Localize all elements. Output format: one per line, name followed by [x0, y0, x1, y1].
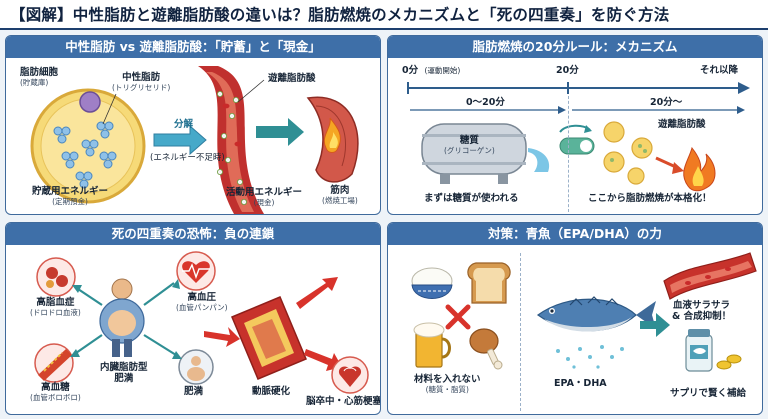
triglyceride-sub: (トリグリセリド): [112, 82, 171, 92]
fat-droplets-icon: [603, 121, 653, 185]
blood-vessel-icon: [198, 66, 264, 214]
panel3-illustration: [34, 251, 369, 394]
blood-pressure-icon: [176, 251, 216, 291]
panel-fat-vs-ffa: 中性脂肪 vs 遊離脂肪酸：「貯蓄」と「現金」: [5, 35, 381, 215]
visceral-fat-label: 内臓脂肪型 肥満: [100, 362, 148, 385]
obesity-label: 肥満: [184, 386, 204, 397]
panel4-illustration: [411, 252, 757, 372]
atherosclerosis-label: 動脈硬化: [252, 386, 291, 397]
panel4-divider: [520, 253, 521, 411]
range-20-plus-label: 20分〜: [650, 97, 683, 108]
to-muscle-arrow-icon: [256, 118, 304, 146]
fat-cell-icon: [30, 88, 146, 204]
fat-cell-label: 脂肪細胞 (貯蔵庫): [20, 67, 59, 88]
rice-bowl-icon: [411, 267, 453, 299]
storage-energy-text: 貯蔵用エネルギー: [32, 186, 109, 197]
storage-energy-sub: (定期預金): [52, 196, 88, 206]
triglyceride-label: 中性脂肪 (トリグリセリド): [112, 72, 171, 93]
chicken-leg-icon: [469, 328, 503, 370]
active-energy-sub: (現金): [253, 197, 275, 207]
active-energy-text: 活動用エネルギー: [226, 187, 303, 198]
thick-blood-icon: [36, 257, 76, 297]
no-material-sub: (糖質・脂質): [425, 384, 469, 394]
hyperglycemia-text: 高血糖: [41, 382, 70, 393]
artery-plaque-icon: [231, 296, 307, 380]
synthesis-text: & 合成抑制！: [672, 310, 732, 322]
active-energy-label: 活動用エネルギー (現金): [226, 187, 303, 208]
glycogen-text: (グリコーゲン): [444, 145, 495, 155]
panel2-divider: [568, 96, 569, 212]
blood-smooth-label: 血液サラサラ & 合成抑制！: [672, 300, 732, 323]
supplement-label: サプリで賢く補給: [670, 388, 747, 399]
glycogen-tank-icon: [421, 123, 550, 184]
prohibit-x-icon: [445, 304, 471, 330]
page-title: 【図解】中性脂肪と遊離脂肪酸の違いは？脂肪燃焼のメカニズムと「死の四重奏」を防ぐ…: [0, 0, 768, 30]
first-sugar-caption: まずは糖質が使われる: [424, 193, 519, 204]
panel2-illustration: [407, 82, 750, 192]
hyperglycemia-sub: (血管ボロボロ): [30, 392, 81, 402]
storage-energy-label: 貯蔵用エネルギー (定期預金): [32, 186, 109, 207]
time-after-label: それ以降: [700, 65, 739, 76]
ffa-label-2: 遊離脂肪酸: [658, 119, 706, 130]
hypertension-sub: (血管パンパン): [176, 302, 228, 312]
sugar-text: 糖質: [459, 135, 479, 146]
panel-blue-fish-heading: 対策：青魚（EPA/DHA）の力: [388, 223, 762, 245]
full-burn-caption: ここから脂肪燃焼が本格化！: [588, 193, 712, 204]
fat-cell-sub: (貯蔵庫): [20, 77, 49, 87]
hyperglycemia-label: 高血糖 (血管ボロボロ): [30, 382, 81, 403]
time-0-sub: (運動開始): [424, 66, 461, 75]
epa-dha-label: EPA・DHA: [554, 378, 607, 389]
low-energy-label: (エネルギー不足時): [150, 153, 225, 163]
panel-deadly-quartet-heading: 死の四重奏の恐怖：負の連鎖: [6, 223, 380, 245]
triglyceride-text: 中性脂肪: [122, 72, 161, 83]
supplement-bottle-icon: [685, 329, 742, 372]
decompose-arrow-icon: [153, 124, 207, 156]
visceral-fat-text-2: 肥満: [114, 372, 134, 384]
muscle-label: 筋肉 (燃焼工場): [322, 185, 358, 206]
panel-20min-rule-heading: 脂肪燃焼の20分ルール：メカニズム: [388, 36, 762, 58]
muscle-icon: [306, 96, 359, 183]
bread-icon: [467, 262, 511, 304]
clean-vessel-icon: [663, 252, 757, 300]
hyperlipidemia-sub: (ドロドロ血液): [30, 307, 81, 317]
fat-cell-text: 脂肪細胞: [20, 67, 59, 78]
panel-deadly-quartet: 死の四重奏の恐怖：負の連鎖: [5, 222, 381, 415]
panel-blue-fish: 対策：青魚（EPA/DHA）の力: [387, 222, 763, 415]
brain-heart-icon: [331, 356, 369, 394]
hyperlipidemia-label: 高脂血症 (ドロドロ血液): [30, 297, 81, 318]
blue-fish-icon: [536, 296, 656, 332]
no-material-text: 材料を入れない: [414, 374, 481, 385]
blood-smooth-text: 血液サラサラ: [673, 300, 731, 311]
no-material-label: 材料を入れない (糖質・脂質): [414, 374, 481, 395]
panel-20min-rule: 脂肪燃焼の20分ルール：メカニズム: [387, 35, 763, 215]
time-0-label: 0分 (運動開始): [402, 65, 461, 77]
time-0-text: 0分: [402, 65, 419, 76]
beer-icon: [413, 322, 451, 368]
muscle-sub: (燃焼工場): [322, 195, 358, 205]
hypertension-text: 高血圧: [187, 292, 217, 303]
hypertension-label: 高血圧 (血管パンパン): [176, 292, 228, 313]
muscle-text: 筋肉: [330, 185, 350, 196]
ffa-label: 遊離脂肪酸: [268, 73, 316, 84]
hyperlipidemia-text: 高脂血症: [36, 297, 75, 308]
sugar-label: 糖質 (グリコーゲン): [444, 135, 495, 156]
obesity-icon: [178, 349, 214, 385]
range-0-20-label: 0〜20分: [466, 97, 505, 108]
decompose-label: 分解: [174, 119, 194, 130]
visceral-fat-person-icon: [99, 278, 145, 357]
time-20-label: 20分: [556, 65, 579, 76]
panel-fat-vs-ffa-heading: 中性脂肪 vs 遊離脂肪酸：「貯蓄」と「現金」: [6, 36, 380, 58]
switch-icon: [559, 124, 595, 155]
visceral-fat-text: 内臓脂肪型: [100, 362, 148, 373]
panel1-illustration: [30, 66, 359, 214]
stroke-label: 脳卒中・心筋梗塞: [306, 396, 381, 407]
damaged-vessel-icon: [34, 343, 74, 383]
